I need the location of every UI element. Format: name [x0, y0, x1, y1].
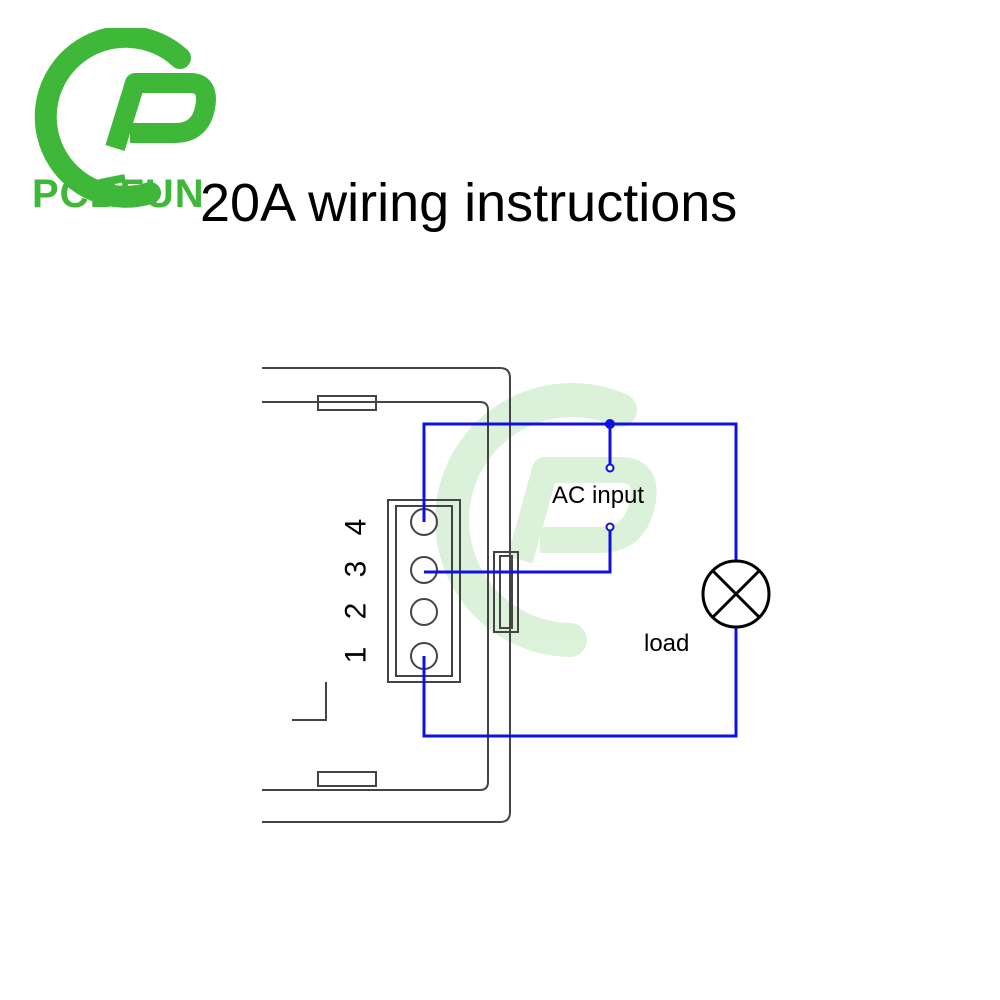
terminal-3 — [410, 556, 438, 584]
wires — [422, 422, 738, 738]
terminal-number-1: 1 — [339, 646, 373, 664]
terminal-2 — [410, 598, 438, 626]
load-label: load — [644, 630, 690, 657]
brand-name: PCBFUN — [32, 172, 205, 216]
pcbfun-logo-icon — [34, 28, 216, 208]
terminal-number-4: 4 — [339, 518, 373, 536]
terminal-number-2: 2 — [339, 602, 373, 620]
lamp-icon — [701, 559, 771, 629]
wire-terminal-4 — [422, 422, 738, 560]
page-title: 20A wiring instructions — [200, 173, 738, 233]
ac-input-contact-bottom — [605, 522, 615, 532]
junction-dot — [605, 419, 615, 429]
terminal-number-3: 3 — [339, 560, 373, 578]
ac-input-label: AC input — [552, 482, 645, 509]
watermark-logo — [435, 383, 657, 657]
wire-terminal-1 — [422, 628, 738, 738]
ac-input-contact-top — [605, 463, 615, 473]
wire-ac-input-bottom — [424, 528, 612, 574]
terminal-circles — [410, 508, 438, 670]
module-housing — [262, 367, 519, 823]
